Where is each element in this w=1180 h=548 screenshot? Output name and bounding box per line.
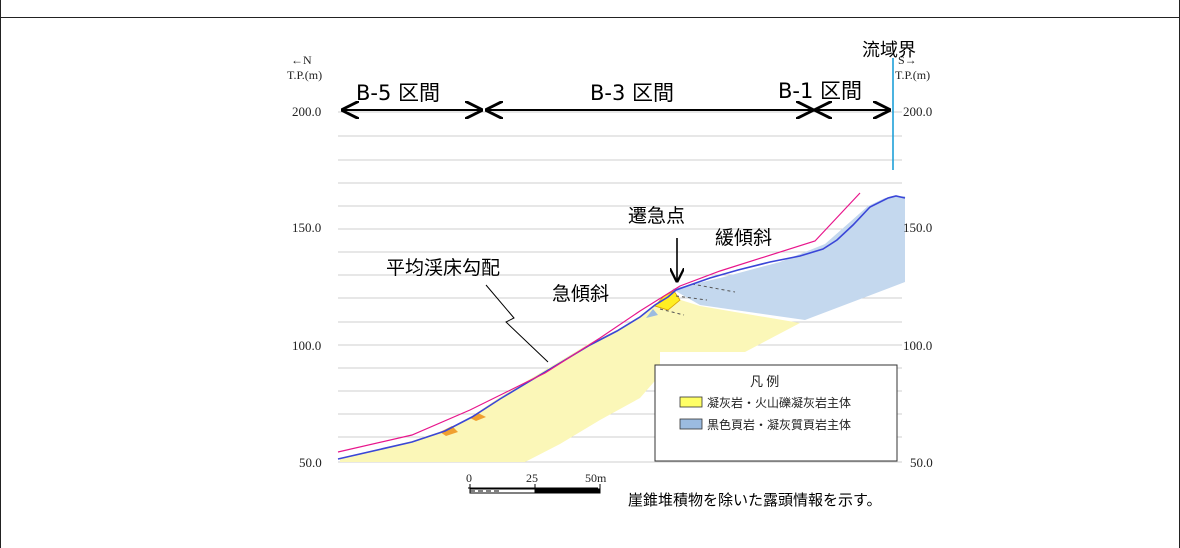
outcrop-orange-1 bbox=[440, 426, 458, 436]
right-tick-150: 150.0 bbox=[903, 220, 932, 235]
frame-top-band bbox=[0, 0, 1180, 18]
right-unit-label: T.P.(m) bbox=[895, 68, 930, 82]
left-tick-200: 200.0 bbox=[292, 104, 321, 119]
right-direction-label: S→ bbox=[898, 53, 917, 67]
gentle-slope-label: 緩傾斜 bbox=[715, 227, 772, 249]
outcrop-note: 崖錐堆積物を除いた露頭情報を示す。 bbox=[628, 491, 882, 509]
left-tick-100: 100.0 bbox=[292, 338, 321, 353]
b3-section-label: B-3 区間 bbox=[590, 81, 674, 105]
watershed-label: 流域界 bbox=[862, 40, 916, 61]
steep-slope-label: 急傾斜 bbox=[552, 283, 609, 305]
scale-tick-50: 50m bbox=[585, 471, 607, 485]
legend-swatch-shale bbox=[679, 418, 703, 430]
right-tick-100: 100.0 bbox=[903, 338, 932, 353]
outcrop-blue-small bbox=[646, 309, 658, 318]
scale-tick-25: 25 bbox=[526, 471, 538, 485]
legend: 凡 例 凝灰岩・火山礫凝灰岩主体 黒色頁岩・凝灰質頁岩主体 bbox=[654, 364, 898, 462]
profile-line bbox=[337, 195, 906, 460]
b1-section-label: B-1 区間 bbox=[778, 79, 862, 103]
tuff-zone bbox=[340, 296, 800, 462]
left-direction-label: ←N bbox=[291, 53, 312, 67]
left-unit-label: T.P.(m) bbox=[287, 68, 322, 82]
legend-label-tuff: 凝灰岩・火山礫凝灰岩主体 bbox=[707, 395, 851, 410]
scale-bar: 0 25 50m bbox=[466, 471, 607, 494]
knickpoint-label: 遷急点 bbox=[628, 205, 685, 227]
legend-title: 凡 例 bbox=[750, 374, 779, 389]
avg-gradient-label: 平均渓床勾配 bbox=[386, 257, 500, 279]
right-tick-50: 50.0 bbox=[910, 455, 933, 470]
scale-tick-0: 0 bbox=[466, 471, 472, 485]
outcrop-orange-2 bbox=[470, 413, 486, 421]
outcrop-yellow bbox=[654, 290, 681, 311]
average-gradient-line bbox=[337, 192, 861, 453]
b5-section-label: B-5 区間 bbox=[356, 81, 440, 105]
shale-zone bbox=[672, 196, 905, 320]
left-tick-150: 150.0 bbox=[292, 220, 321, 235]
legend-label-shale: 黒色頁岩・凝灰質頁岩主体 bbox=[707, 417, 851, 432]
frame-left-border bbox=[0, 0, 1, 548]
right-tick-200: 200.0 bbox=[903, 104, 932, 119]
left-tick-50: 50.0 bbox=[299, 455, 322, 470]
boundary-dashes bbox=[659, 283, 736, 316]
legend-swatch-tuff bbox=[679, 396, 703, 408]
avg-gradient-leader bbox=[485, 284, 549, 363]
